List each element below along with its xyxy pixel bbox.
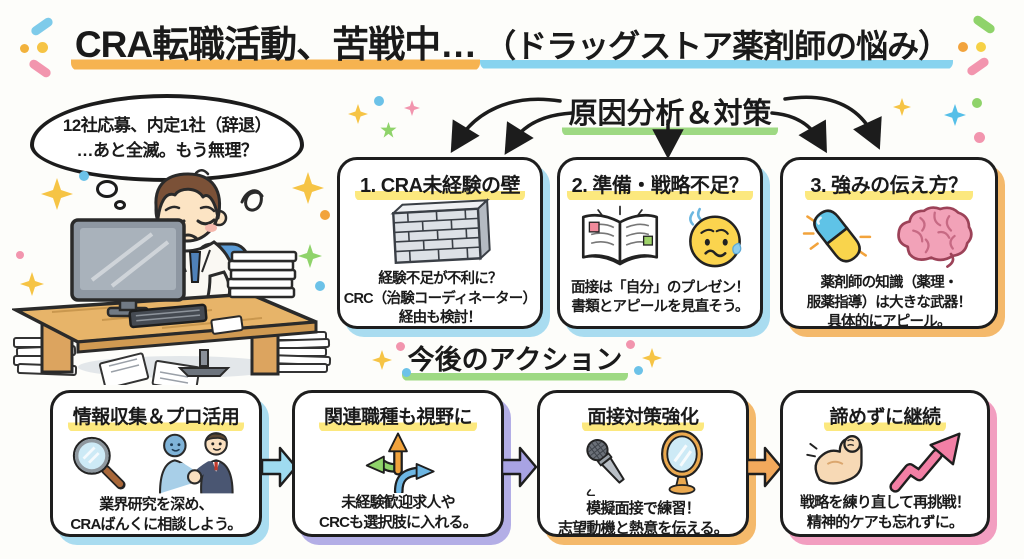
analysis-heading: 原因分析＆対策 [520, 90, 820, 136]
sparkle-dot-icon [16, 251, 24, 259]
analysis-card-3-title: 3. 強みの伝え方？ [805, 169, 973, 201]
brain-icon [897, 206, 973, 268]
tie [188, 251, 202, 283]
sparkle-dot-icon [315, 281, 325, 291]
sparkle-icon [893, 98, 911, 116]
sparkle-icon [944, 104, 966, 126]
sparkle-dot-icon [974, 132, 985, 143]
action-card-3: 面接対策強化 模擬面接で練習！ 志望動機と熱意を伝える。 [537, 390, 749, 537]
analysis-card-3-body: 薬剤師の知識（薬理・ 服薬指導）は大きな武器！ 具体的にアピール。 [806, 275, 972, 331]
frustration-squiggle-icon [240, 189, 264, 212]
sparkle-icon [372, 350, 392, 370]
page-title: CRA転職活動、苦戦中…（ドラッグストア薬剤師の悩み） [0, 14, 1024, 71]
hair [154, 172, 221, 220]
thought-bubble-tail [114, 200, 126, 210]
thought-bubble-line: 12社応募、内定1社（辞退） [62, 115, 272, 135]
computer-monitor [70, 218, 186, 318]
sparkle-icon [41, 178, 73, 210]
analysis-card-2-body: 面接は「自分」のプレゼン！ 書類とアピールを見直そう。 [570, 279, 750, 316]
mirror-icon [661, 430, 703, 495]
flow-arrow-right-icon [746, 446, 782, 488]
sparkle-icon [348, 104, 368, 124]
flow-arrow-right-icon [501, 446, 537, 488]
action-card-2-body: 未経験歓迎求人や CRCも選択肢に入れる。 [319, 494, 478, 532]
decoration-dot [958, 42, 968, 52]
analysis-card-2: 2. 準備・戦略不足？ 面接は「 [557, 157, 763, 329]
three-way-arrows-icon [365, 432, 435, 493]
sparkle-dot-icon [320, 210, 330, 220]
actions-heading: 今後のアクション [365, 338, 665, 381]
star-icon [380, 122, 397, 138]
analysis-card-1: 1. CRA未経験の壁 経験不足が不利に？ CRC（治験コーディネーター） 経由… [337, 157, 543, 329]
action-card-2-title: 関連職種も視野に [318, 402, 477, 432]
action-card-1-body: 業界研究を深め、 CRAばんくに相談しよう。 [70, 496, 242, 534]
sparkle-dot-icon [402, 368, 411, 377]
thought-bubble-tail [96, 180, 118, 198]
flow-arrow-right-icon [261, 446, 297, 488]
action-card-3-title: 面接対策強化 [582, 402, 704, 432]
sparkle-dot-icon [972, 98, 982, 108]
sparkle-dot-icon [374, 96, 384, 106]
sparkle-icon [298, 244, 322, 268]
page-title-sub: （ドラッグストア薬剤師の悩み） [480, 28, 954, 70]
action-card-4-title: 諦めずに継続 [824, 402, 946, 432]
sparkle-dot-icon [79, 171, 89, 181]
flexed-arm-icon [806, 435, 863, 485]
sparkle-icon [292, 172, 324, 204]
action-card-1: 情報収集＆プロ活用 [50, 390, 262, 537]
decoration-dot [976, 42, 986, 52]
sparkle-dot-icon [396, 342, 405, 351]
desk-paper-stack [226, 250, 298, 299]
page-title-main: CRA転職活動、苦戦中… [70, 24, 481, 71]
keyboard [128, 303, 208, 329]
sparkle-dot-icon [634, 366, 643, 375]
sparkle-icon [642, 348, 662, 368]
open-book-icon [581, 206, 659, 266]
analysis-card-1-body: 経験不足が不利に？ CRC（治験コーディネーター） 経由も検討！ [343, 271, 537, 327]
action-card-3-body: 模擬面接で練習！ 志望動機と熱意を伝える。 [558, 500, 729, 538]
capsule-icon [802, 209, 872, 263]
rising-arrow-icon [889, 432, 961, 493]
sparkle-icon [404, 100, 420, 116]
decoration-dot [20, 44, 29, 53]
decoration-dot [37, 42, 48, 53]
sparkle-dot-icon [626, 340, 635, 349]
brick-wall-icon [390, 198, 491, 265]
action-card-4: 諦めずに継続 戦略を練り直して再挑戦！ 精神的ケアも忘れずに。 [780, 390, 990, 537]
tired-pharmacist-illustration [12, 169, 332, 385]
magnifier-icon [72, 436, 126, 490]
microphone-icon [586, 438, 625, 496]
action-card-2: 関連職種も視野に 未経験歓迎求人や CRCも選択肢に入れる。 [292, 390, 504, 537]
analysis-card-3: 3. 強みの伝え方？ 薬剤師の知識（薬理・ 服薬指導） [780, 157, 998, 330]
worried-face-icon [689, 208, 742, 268]
sparkle-icon [20, 272, 44, 296]
action-card-4-body: 戦略を練り直して再挑戦！ 精神的ケアも忘れずに。 [800, 494, 971, 532]
handshake-icon [158, 432, 234, 494]
thought-bubble-line: …あと全滅。もう無理？ [76, 141, 259, 160]
analysis-card-1-title: 1. CRA未経験の壁 [354, 169, 526, 201]
action-card-1-title: 情報収集＆プロ活用 [67, 402, 245, 432]
analysis-card-2-title: 2. 準備・戦略不足？ [566, 169, 754, 201]
analysis-arrows [450, 95, 882, 159]
